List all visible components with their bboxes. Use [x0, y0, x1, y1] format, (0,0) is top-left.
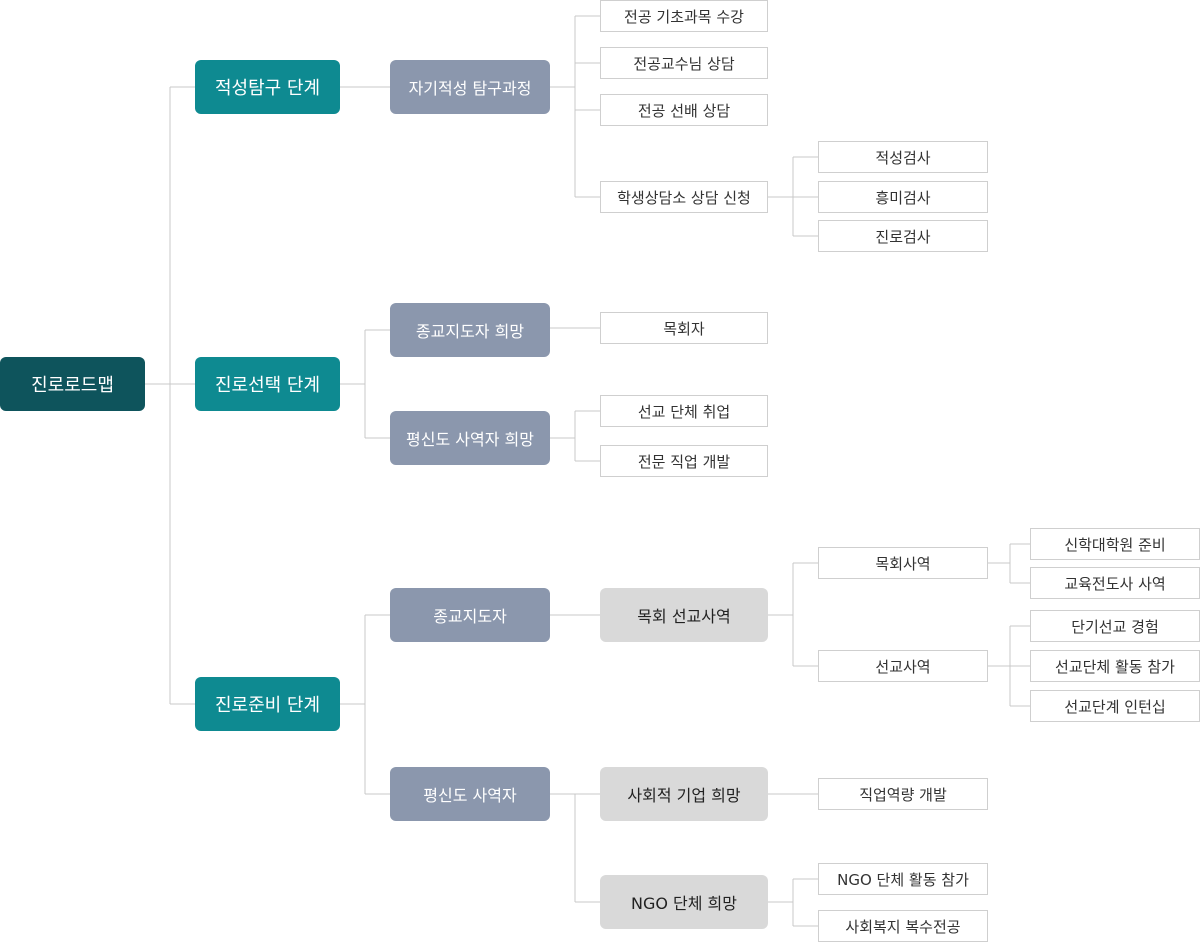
stage-aptitude: 적성탐구 단계: [195, 60, 340, 114]
item-major-basic: 전공 기초과목 수강: [600, 0, 768, 32]
path-lay-minister: 평신도 사역자: [390, 767, 550, 821]
stage-preparation: 진로준비 단계: [195, 677, 340, 731]
item-professor-consult: 전공교수님 상담: [600, 47, 768, 79]
item-pastor: 목회자: [600, 312, 768, 344]
item-student-center: 학생상담소 상담 신청: [600, 181, 768, 213]
track-ngo-hope: NGO 단체 희망: [600, 875, 768, 929]
item-education-evangelist: 교육전도사 사역: [1030, 567, 1200, 599]
item-aptitude-test: 적성검사: [818, 141, 988, 173]
item-mission-org-activity: 선교단체 활동 참가: [1030, 650, 1200, 682]
item-mission-org-job: 선교 단체 취업: [600, 395, 768, 427]
path-self-aptitude: 자기적성 탐구과정: [390, 60, 550, 114]
item-short-mission: 단기선교 경험: [1030, 610, 1200, 642]
item-ngo-activity: NGO 단체 활동 참가: [818, 863, 988, 895]
item-interest-test: 흥미검사: [818, 181, 988, 213]
item-pastoral-ministry: 목회사역: [818, 547, 988, 579]
path-religious-hope: 종교지도자 희망: [390, 303, 550, 357]
root-node: 진로로드맵: [0, 357, 145, 411]
item-social-welfare: 사회복지 복수전공: [818, 910, 988, 942]
item-mission-internship: 선교단계 인턴십: [1030, 690, 1200, 722]
item-career-test: 진로검사: [818, 220, 988, 252]
item-divinity-school: 신학대학원 준비: [1030, 528, 1200, 560]
path-religious-leader: 종교지도자: [390, 588, 550, 642]
path-lay-hope: 평신도 사역자 희망: [390, 411, 550, 465]
track-social-enterprise: 사회적 기업 희망: [600, 767, 768, 821]
item-mission-ministry: 선교사역: [818, 650, 988, 682]
item-senior-consult: 전공 선배 상담: [600, 94, 768, 126]
item-job-skills: 직업역량 개발: [818, 778, 988, 810]
stage-selection: 진로선택 단계: [195, 357, 340, 411]
item-professional-job: 전문 직업 개발: [600, 445, 768, 477]
track-pastoral-mission: 목회 선교사역: [600, 588, 768, 642]
